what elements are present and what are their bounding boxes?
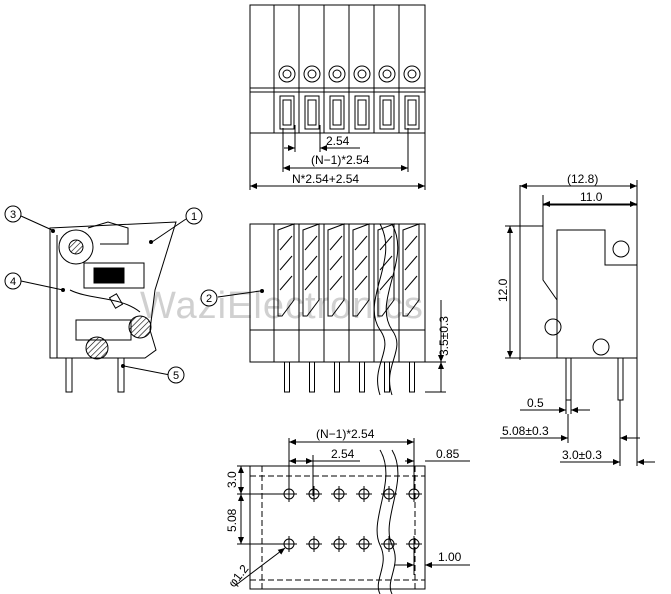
spring-hatch [379, 275, 393, 291]
wire-entry-inner [357, 99, 367, 126]
spring-clamp [327, 223, 345, 317]
front-pin [334, 361, 340, 393]
footprint-edge-label: 0.85 [436, 447, 460, 461]
spring-hatch [404, 235, 418, 251]
footprint-view [235, 438, 470, 594]
callout-2-leader [217, 290, 261, 298]
screw-hole [303, 65, 321, 83]
wire-entry-inner [332, 99, 342, 126]
right-depth-overall-label: (12.8) [567, 172, 598, 186]
wire-entry [329, 95, 345, 130]
callout-3-number: 3 [10, 209, 16, 221]
side-callouts [20, 215, 187, 376]
watermark: WaziElectronics [140, 285, 424, 327]
callout-1-circle [185, 207, 203, 225]
top-view-slots [250, 5, 425, 133]
footprint-row-spacing-label: 5.08 [225, 508, 239, 532]
wire-entry-inner [307, 99, 317, 126]
callout-3-point [51, 229, 55, 233]
wire-entry [279, 95, 295, 130]
right-row-spacing-label: 5.08±0.3 [502, 424, 549, 438]
spring-hatch [279, 235, 293, 251]
spring-hatch [379, 255, 393, 271]
side-view [49, 221, 177, 393]
callout-2-circle [200, 289, 218, 307]
screw-hole-inner [407, 69, 417, 79]
front-view-cells [273, 223, 420, 362]
spring-hatch [404, 275, 418, 291]
front-pin [309, 361, 315, 393]
callout-4-number: 4 [10, 276, 16, 288]
spring-hatch [329, 235, 343, 251]
spring-clamp [277, 223, 295, 317]
spring-clamp [352, 223, 370, 317]
top-pitch-label: 2.54 [326, 134, 350, 148]
wire-entry [379, 95, 395, 130]
right-view [500, 180, 655, 466]
front-pin [284, 361, 290, 393]
top-view [249, 4, 426, 190]
wire-entry [304, 95, 320, 130]
spring-hatch [329, 255, 343, 271]
callout-1-number: 1 [191, 211, 197, 223]
front-pin [409, 361, 415, 393]
callout-4-circle [4, 272, 22, 290]
spring-hatch [279, 275, 293, 291]
callout-5-number: 5 [173, 370, 179, 382]
wire-entry-inner [407, 99, 417, 126]
wire-entry [404, 95, 420, 130]
wire-entry-inner [282, 99, 292, 126]
front-pin-length-label: 3.5±0.3 [437, 316, 451, 356]
screw-hole [403, 65, 421, 83]
screw-hole-inner [332, 69, 342, 79]
wire-entry-inner [382, 99, 392, 126]
wire-entry [354, 95, 370, 130]
front-view-pins [284, 361, 415, 393]
callout-4-point [61, 288, 65, 292]
spring-hatch [304, 255, 318, 271]
spring-hatch [354, 255, 368, 271]
spring-hatch [304, 235, 318, 251]
screw-hole [328, 65, 346, 83]
right-height-label: 12.0 [496, 278, 510, 302]
callout-1-point [149, 240, 153, 244]
top-span-label: (N−1)*2.54 [311, 153, 370, 167]
callout-2-point [260, 289, 264, 293]
screw-hole-inner [382, 69, 392, 79]
spring-hatch [354, 235, 368, 251]
front-pin [384, 361, 390, 393]
spring-hatch [404, 255, 418, 271]
spring-hatch [354, 275, 368, 291]
screw-hole [353, 65, 371, 83]
screw-hole [378, 65, 396, 83]
top-overall-label: N*2.54+2.54 [292, 172, 359, 186]
footprint-holes [281, 486, 422, 552]
footprint-pitch-label: 2.54 [331, 447, 355, 461]
callout-2-number: 2 [206, 293, 212, 305]
callout-3-circle [4, 205, 22, 223]
spring-clamp [402, 223, 420, 317]
spring-hatch [279, 255, 293, 271]
callout-5-point [121, 364, 125, 368]
right-pin-width-label: 0.5 [527, 396, 544, 410]
footprint-top-margin-label: 3.0 [225, 471, 239, 488]
right-depth-body-label: 11.0 [580, 190, 603, 204]
screw-hole-inner [307, 69, 317, 79]
screw-hole-inner [282, 69, 292, 79]
screw-hole [278, 65, 296, 83]
spring-hatch [329, 275, 343, 291]
right-pin-offset-label: 3.0±0.3 [562, 448, 602, 462]
spring-hatch [304, 275, 318, 291]
spring-clamp [302, 223, 320, 317]
screw-hole-inner [357, 69, 367, 79]
front-view [249, 223, 446, 396]
spring-clamp [377, 223, 395, 317]
callout-5-circle [167, 366, 185, 384]
footprint-hole-size-label: 1.00 [438, 550, 462, 564]
front-pin [359, 361, 365, 393]
footprint-span-label: (N−1)*2.54 [316, 427, 375, 441]
